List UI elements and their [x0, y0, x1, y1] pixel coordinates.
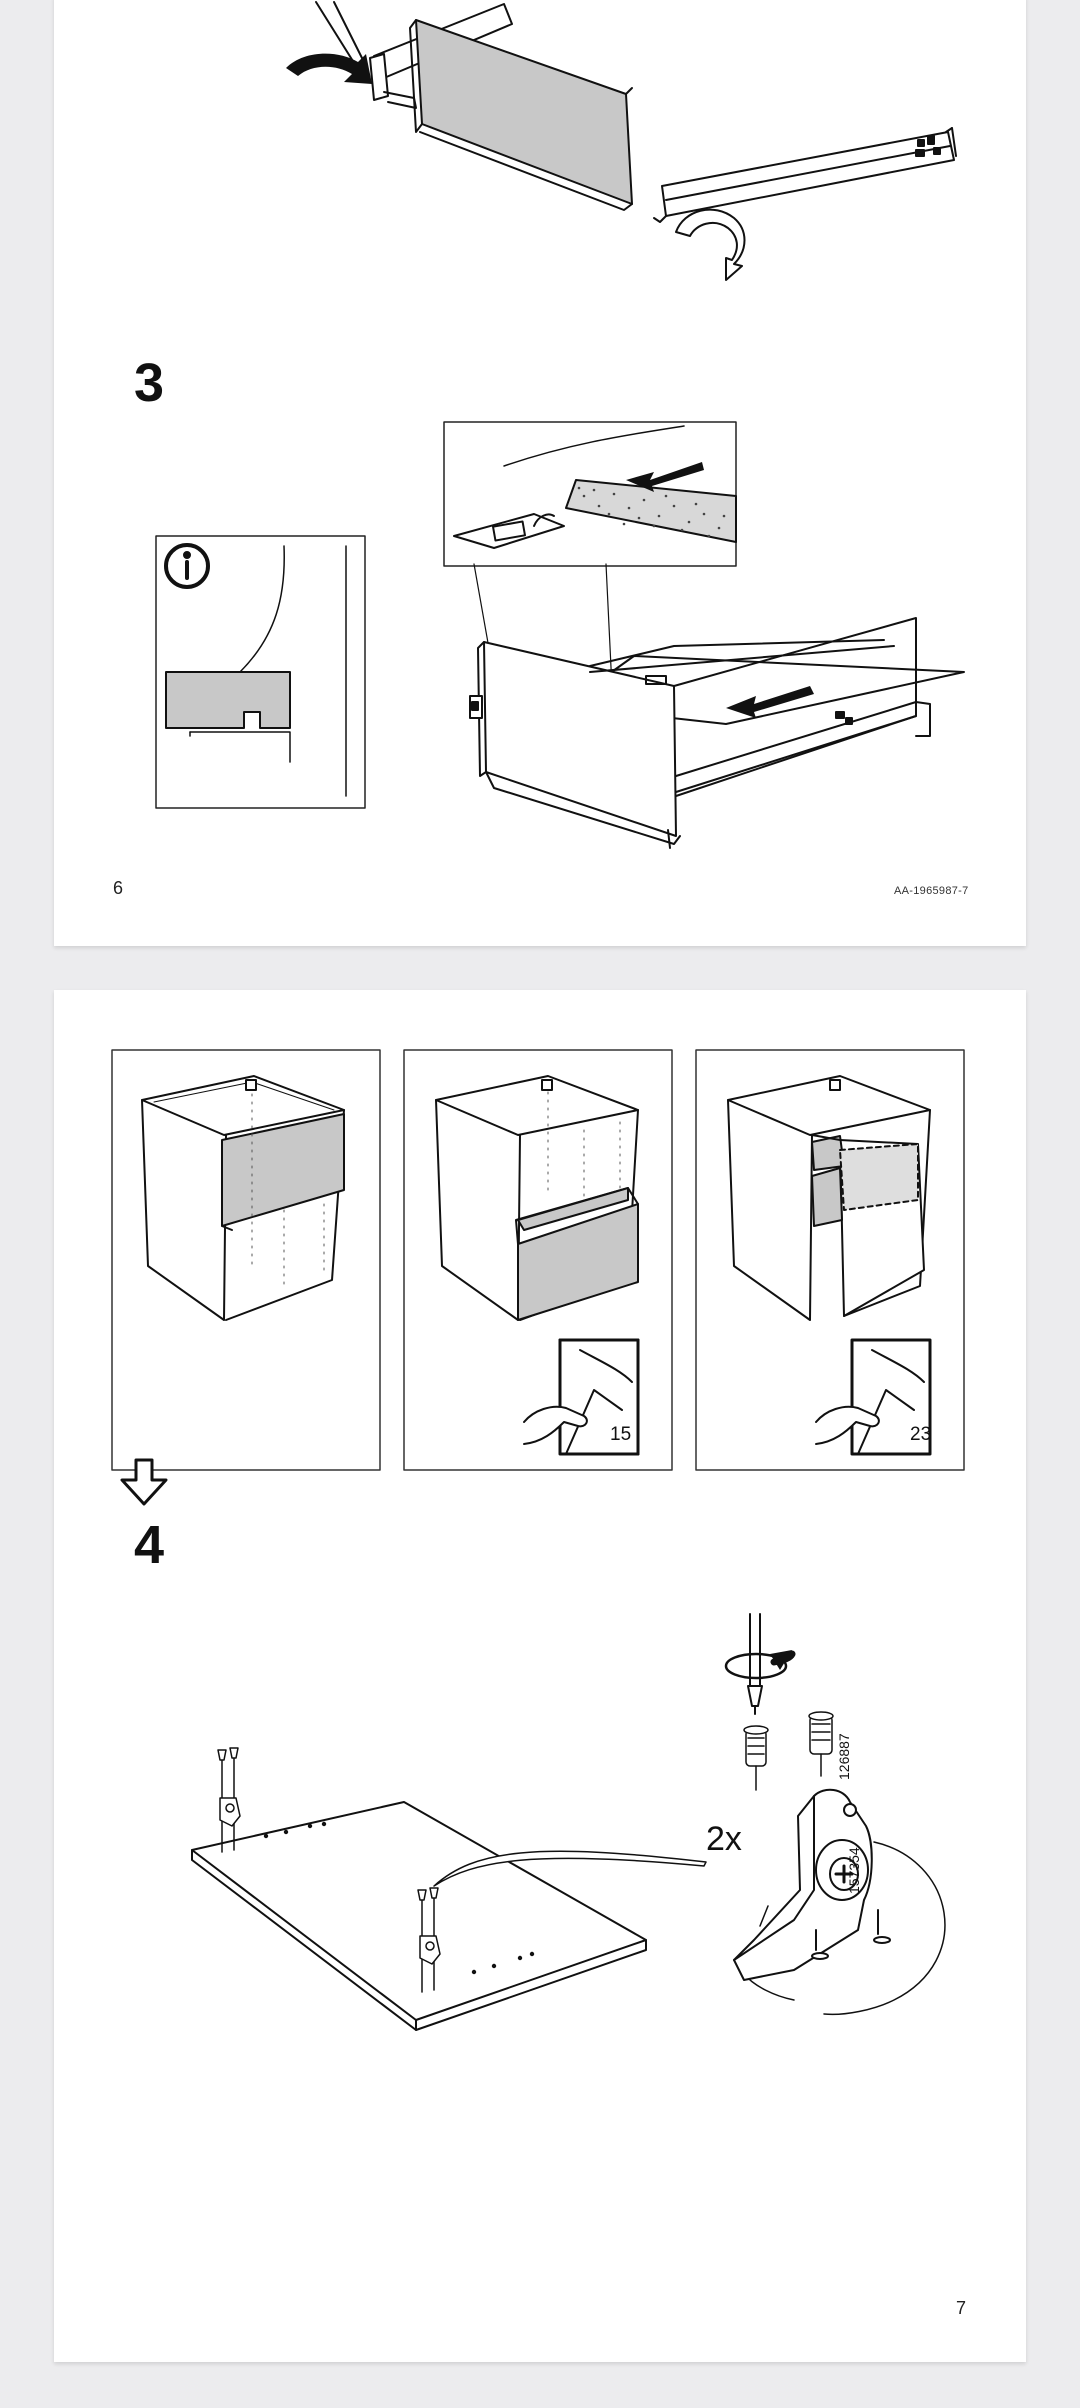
- page-number: 7: [956, 2298, 967, 2318]
- document-code: AA-1965987-7: [894, 885, 969, 897]
- page-reference-icon: [815, 1338, 932, 1456]
- push-arrow-icon: [726, 686, 814, 718]
- part-code: 157354: [846, 1847, 862, 1894]
- drawer-side-rail-illustration: [653, 127, 957, 223]
- page-reference-number[interactable]: 23: [910, 1424, 932, 1445]
- leg-bracket-small: [417, 1887, 441, 1993]
- document-page-7: 15 23 4 2x 126887 157354 7: [54, 990, 1026, 2362]
- info-icon: [164, 543, 210, 589]
- curved-arrow-icon: [286, 53, 372, 84]
- cabinet-bottom-drawer-illustration: [435, 1075, 639, 1321]
- option-panel-1: [111, 1049, 381, 1471]
- screwdriver-illustration: [747, 1613, 763, 1715]
- push-arrow-icon: [626, 462, 704, 492]
- insert-fitting: [808, 1711, 834, 1777]
- step-number: 3: [134, 353, 164, 413]
- rotate-arrow-icon: [724, 1650, 796, 1680]
- page-reference-number[interactable]: 15: [610, 1424, 632, 1445]
- leg-bracket-large: [733, 1788, 891, 1981]
- part-code: 126887: [836, 1733, 852, 1780]
- option-panel-2: [403, 1049, 673, 1471]
- option-panel-3: [695, 1049, 965, 1471]
- cabinet-door-drawer-illustration: [727, 1075, 931, 1321]
- drawer-assembly-illustration: [469, 617, 965, 849]
- base-panel-illustration: [191, 1801, 647, 2031]
- info-detail-box: [155, 535, 366, 809]
- page-7-illustrations: [111, 1049, 965, 2031]
- step-number: 4: [134, 1515, 164, 1575]
- zoom-detail-box: [443, 421, 737, 567]
- rotate-arrow-icon: [675, 208, 746, 281]
- cabinet-top-drawer-illustration: [141, 1075, 345, 1321]
- page-6-illustrations: [155, 1, 965, 849]
- drawer-back-assembly-illustration: [315, 1, 633, 211]
- leg-bracket-small: [217, 1747, 241, 1853]
- document-page-6: 3 6 AA-1965987-7: [54, 0, 1026, 946]
- down-arrow-icon: [120, 1458, 168, 1506]
- quantity-multiplier: 2x: [706, 1820, 742, 1858]
- page-number: 6: [113, 878, 124, 898]
- page-reference-icon: [523, 1338, 640, 1456]
- insert-fitting: [743, 1725, 769, 1791]
